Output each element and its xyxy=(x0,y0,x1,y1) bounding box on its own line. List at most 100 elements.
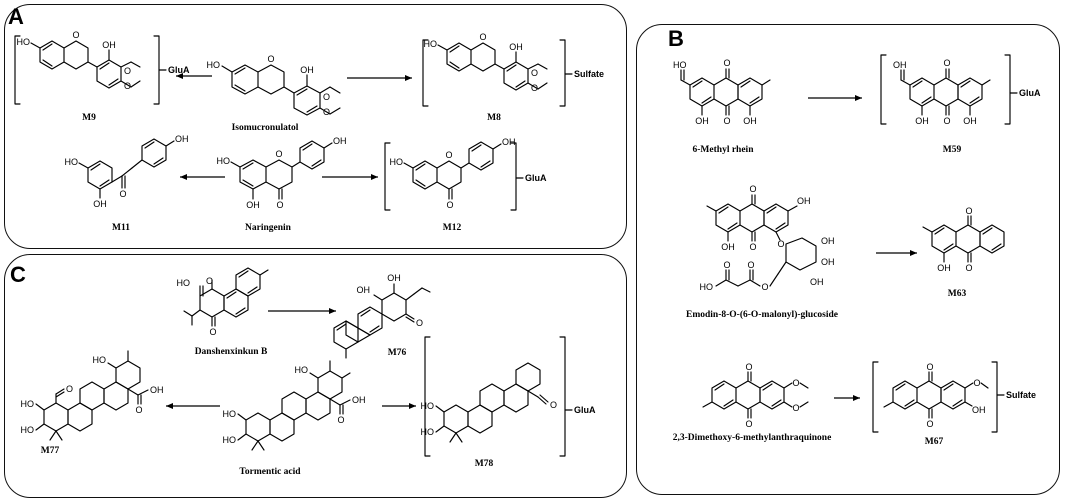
atom-ho: HO xyxy=(424,39,438,49)
atom-oh: OH xyxy=(352,395,366,405)
atom-ho: HO xyxy=(217,156,231,166)
atom-oh: OH xyxy=(333,136,347,146)
atom-ho: HO xyxy=(17,37,31,47)
atom-oh: OH xyxy=(246,200,260,210)
atom-o: O xyxy=(926,362,933,372)
atom-ho: HO xyxy=(421,427,435,437)
atom-o: O xyxy=(479,32,486,42)
compound-name-m12: M12 xyxy=(442,223,462,233)
atom-o: O xyxy=(749,242,756,252)
atom-oh: OH xyxy=(175,134,189,144)
atom-ho: HO xyxy=(700,282,714,292)
structure-m76 xyxy=(333,283,431,359)
atom-o: O xyxy=(124,66,131,76)
compound-name-m77: M77 xyxy=(40,446,60,456)
atom-ho: HO xyxy=(223,409,237,419)
atom-o: O xyxy=(135,405,142,415)
panel-a-label: A xyxy=(8,4,24,29)
atom-o: O xyxy=(531,68,538,78)
atom-o: O xyxy=(531,83,538,93)
compound-name-m76: M76 xyxy=(387,348,407,358)
structure-danshenxinkun xyxy=(183,267,269,327)
compound-name-dimethoxy: 2,3-Dimethoxy-6-methylanthraquinone xyxy=(672,433,832,443)
atom-o: O xyxy=(943,58,950,68)
structure-tormentic xyxy=(237,360,351,451)
atom-oh: OH xyxy=(102,40,116,50)
atom-o: O xyxy=(745,419,752,429)
structure-m11 xyxy=(78,138,175,199)
atom-ho: HO xyxy=(421,401,435,411)
atom-o: O xyxy=(965,206,972,216)
atom-o: O xyxy=(124,81,131,91)
compound-name-m8: M8 xyxy=(487,113,501,123)
structure-m78 xyxy=(424,336,573,457)
atom-oh: OH xyxy=(93,199,107,209)
atom-oh: OH xyxy=(821,236,835,246)
atom-oh: OH xyxy=(797,196,811,206)
atom-o: O xyxy=(206,276,213,286)
atom-oh: OH xyxy=(357,285,371,295)
atom-oh: OH xyxy=(509,42,523,52)
atom-oh: OH xyxy=(963,116,977,126)
atom-o: O xyxy=(965,263,972,273)
atom-ho: HO xyxy=(673,60,687,70)
atom-o: O xyxy=(973,378,980,388)
panel-c-label: C xyxy=(10,262,26,287)
atom-oh: OH xyxy=(893,60,907,70)
structure-dimethoxy xyxy=(702,371,809,419)
structure-isomucronulatol xyxy=(221,64,341,116)
atom-ho: HO xyxy=(390,157,404,167)
structure-methyl-rhein xyxy=(680,68,771,116)
atom-oh: OH xyxy=(810,277,824,287)
tag-glua: GluA xyxy=(168,65,190,75)
compound-name-danshenxinkun: Danshenxinkun B xyxy=(194,347,268,357)
atom-o: O xyxy=(66,384,73,394)
atom-ho: HO xyxy=(93,355,107,365)
compound-name-naringenin: Naringenin xyxy=(245,223,291,233)
atom-o: O xyxy=(749,184,756,194)
atom-o: O xyxy=(119,189,126,199)
structure-emodin-glucoside xyxy=(706,194,817,287)
compound-name-m67: M67 xyxy=(924,437,944,447)
atom-o: O xyxy=(323,107,330,117)
structure-m59 xyxy=(880,54,1018,125)
panel-b-label: B xyxy=(668,26,684,51)
compound-name-m59: M59 xyxy=(942,145,962,155)
atom-o: O xyxy=(792,378,799,388)
atom-o: O xyxy=(761,282,768,292)
atom-ho: HO xyxy=(207,60,221,70)
panel-a xyxy=(4,4,627,249)
atom-o: O xyxy=(72,30,79,40)
atom-ho: HO xyxy=(223,435,237,445)
compound-name-m11: M11 xyxy=(112,223,130,233)
atom-o: O xyxy=(777,239,784,249)
tag-glua: GluA xyxy=(525,173,547,183)
atom-ho: HO xyxy=(177,278,191,288)
atom-ho: HO xyxy=(21,425,35,435)
panel-b xyxy=(636,24,1060,495)
structure-m67 xyxy=(872,361,1005,433)
atom-oh: OH xyxy=(387,273,401,283)
atom-o: O xyxy=(416,318,423,328)
atom-o: O xyxy=(723,260,730,270)
atom-oh: OH xyxy=(502,137,516,147)
atom-oh: OH xyxy=(743,116,757,126)
atom-oh: OH xyxy=(300,65,314,75)
atom-o: O xyxy=(745,362,752,372)
tag-glua: GluA xyxy=(574,405,596,415)
atom-ho: HO xyxy=(21,399,35,409)
atom-oh: OH xyxy=(972,405,986,415)
atom-oh: OH xyxy=(821,257,835,267)
atom-o: O xyxy=(926,419,933,429)
atom-o: O xyxy=(445,150,452,160)
structure-m9 xyxy=(14,35,167,105)
tag-glua: GluA xyxy=(1019,88,1041,98)
atom-o: O xyxy=(723,116,730,126)
tag-sulfate: Sulfate xyxy=(574,69,604,79)
structure-naringenin xyxy=(230,140,333,200)
atom-ho: HO xyxy=(65,157,79,167)
atom-o: O xyxy=(267,54,274,64)
structure-m63 xyxy=(922,215,1005,263)
structure-m12 xyxy=(384,141,524,211)
